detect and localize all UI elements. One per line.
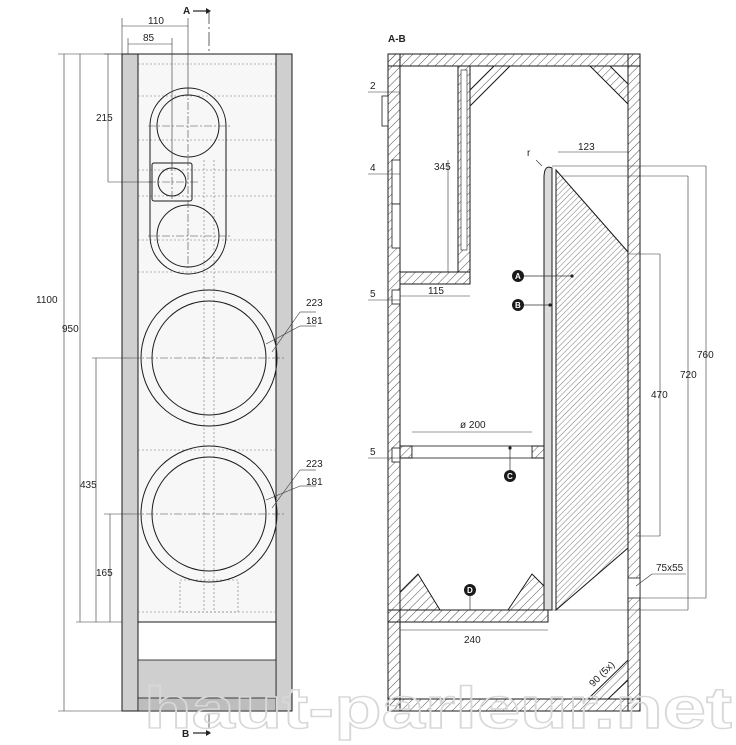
dim-4: 4 [370,163,376,174]
marker-b-label: B [515,301,521,310]
dim-woofer2-outer: 223 [306,459,323,470]
dim-woofer1-inner: 181 [306,316,323,327]
marker-a-label: A [515,272,521,281]
dim-2: 2 [370,81,376,92]
dim-123: 123 [578,142,595,153]
section-marker-a: A [183,6,190,17]
baffle-layers [381,95,401,463]
watermark: haut-parleur.net [144,676,732,741]
left-side-panel [121,53,139,712]
mid-chamber-floor [399,271,471,285]
dim-950: 950 [62,324,79,335]
dim-110: 110 [148,16,164,27]
marker-d [464,584,476,596]
dim-760: 760 [697,350,714,361]
marker-c-label: C [507,472,513,481]
dim-75x55: 75x55 [656,563,684,574]
dim-345: 345 [434,162,451,173]
dim-woofer1-outer: 223 [306,298,323,309]
front-baffle [137,53,277,623]
section-title: A-B [388,34,406,45]
dim-port-diameter: ø 200 [460,420,486,431]
dim-r: r [527,148,531,159]
marker-a [512,270,524,282]
dim-240: 240 [464,635,481,646]
plinth-base [137,697,277,712]
port-shelf-left [399,445,413,459]
dim-5-upper: 5 [370,289,376,300]
dim-215: 215 [96,113,113,124]
back-brace [627,577,641,599]
base-panel [387,698,641,712]
dim-5-lower: 5 [370,447,376,458]
centre-lines [132,88,286,515]
dim-1100: 1100 [36,295,58,306]
front-view: A B [36,6,323,740]
dim-85: 85 [143,33,155,44]
marker-b [512,299,524,311]
section-marker-b: B [182,729,189,740]
mid-chamber-liner [460,69,468,251]
dim-woofer2-inner: 181 [306,477,323,488]
right-side-panel [275,53,293,712]
dim-165: 165 [96,568,113,579]
dim-435: 435 [80,480,97,491]
damping-wedge [555,168,629,612]
port-shelf-right [531,445,545,459]
dim-720: 720 [680,370,697,381]
dim-470: 470 [651,390,668,401]
divider-panel [543,166,553,611]
back-panel [627,53,641,712]
mid-chamber [399,65,471,285]
front-dimension-lines [58,18,316,712]
dim-115: 115 [428,286,444,297]
section-view: A-B [368,34,714,712]
marker-c [504,470,516,482]
callouts: A B C D [464,270,574,610]
section-dimension-lines [368,91,707,631]
inner-floor [387,609,549,623]
top-panel [387,53,641,67]
marker-d-label: D [467,586,473,595]
hidden-lines [138,63,276,613]
port-tube [411,445,533,459]
corner-braces [399,65,629,700]
